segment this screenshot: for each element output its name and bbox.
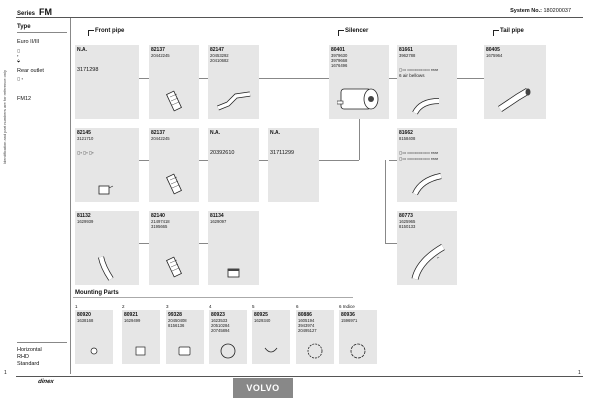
tail-tick xyxy=(493,30,499,36)
mounting-part-icon xyxy=(90,347,98,355)
mounting-divider xyxy=(73,297,353,298)
part-card-na-1[interactable]: N.A. 3171298 xyxy=(75,45,139,119)
part-card-82145[interactable]: 82145 3121710 ◻⬩ ◻⬩ ◻⬩ xyxy=(75,128,139,202)
mounting-part-icon xyxy=(264,347,278,353)
mounting-index: 4 xyxy=(209,304,212,309)
type-symbols: ◻⬩⬙ xyxy=(17,48,21,63)
part-card-80773[interactable]: 80773 1625965 8150133 ⌐ xyxy=(397,211,457,285)
part-card-82137-b[interactable]: 82137 20442245 xyxy=(149,128,199,202)
part-card-82140[interactable]: 82140 21497418 3195665 xyxy=(149,211,199,285)
part-card-na-3[interactable]: N.A. 31711299 xyxy=(268,128,319,202)
model-value: FM12 xyxy=(17,96,32,102)
direction-symbols-2: ◻▭ ▭▭▭▭▭▭ rear xyxy=(399,156,439,161)
part-card-81661[interactable]: 81661 3962788 ◻▭ ▭▭▭▭▭▭ rear 6 air bello… xyxy=(397,45,457,119)
section-mounting-parts: Mounting Parts xyxy=(75,290,119,296)
mounting-part-icon xyxy=(135,346,146,356)
section-silencer: Silencer xyxy=(345,28,369,34)
mounting-index: 6 xyxy=(296,304,299,309)
direction-symbols: ◻▭ ▭▭▭▭▭▭ rear xyxy=(399,67,439,72)
series-value: FM xyxy=(39,7,53,17)
side-disclaimer: Identification and part numbers are for … xyxy=(2,70,7,165)
mounting-part-icon xyxy=(220,343,236,359)
type-value: Euro II/III xyxy=(17,39,40,45)
outlet-symbols: ◻ ⬩ xyxy=(17,76,23,81)
brand-volvo-badge: VOLVO xyxy=(233,378,293,398)
mounting-part-icon xyxy=(350,343,366,359)
tail-pipe-icon xyxy=(498,87,531,112)
page-number-right: 1 xyxy=(578,370,581,376)
part-card-na-2[interactable]: N.A. 20392610 xyxy=(208,128,259,202)
direction-symbols-1: ◻▭ ▭▭▭▭▭▭ rear xyxy=(399,150,439,155)
mounting-index: 6 Indice xyxy=(339,304,355,309)
flex-pipe-icon xyxy=(166,173,182,195)
down-pipe-icon xyxy=(98,256,114,281)
svg-text:⌐: ⌐ xyxy=(437,255,440,260)
part-card-82147[interactable]: 82147 20453292 20410682 xyxy=(208,45,259,119)
outlet-value: Rear outlet xyxy=(17,68,44,74)
part-card-82137-a[interactable]: 82137 20442245 xyxy=(149,45,199,119)
bellows-pipe-icon xyxy=(412,173,442,196)
mounting-part-icon xyxy=(178,346,191,356)
mounting-index: 1 xyxy=(75,304,78,309)
orientation-value: Horizontal xyxy=(17,347,42,353)
clamp-icon xyxy=(98,185,114,195)
header-divider xyxy=(16,17,583,18)
section-tail-pipe: Tail pipe xyxy=(500,28,524,34)
type-heading: Type xyxy=(17,24,31,30)
mounting-index: 3 xyxy=(166,304,169,309)
part-card-81134[interactable]: 81134 1629097 xyxy=(208,211,259,285)
silencer-tick xyxy=(338,30,344,36)
mounting-index: 2 xyxy=(122,304,125,309)
pipe-bend-icon xyxy=(217,91,251,111)
mounting-part-icon xyxy=(307,343,323,359)
part-card-81662[interactable]: 81662 8158408 ◻▭ ▭▭▭▭▭▭ rear ◻▭ ▭▭▭▭▭▭ r… xyxy=(397,128,457,202)
mounting-index: 5 xyxy=(252,304,255,309)
footer-divider xyxy=(16,376,583,377)
front-tick xyxy=(88,30,94,36)
tail-bend-icon xyxy=(412,98,440,115)
left-info-column: Type Euro II/III ◻⬩⬙ Rear outlet ◻ ⬩ FM1… xyxy=(16,18,71,374)
system-number: System No.: 180200037 xyxy=(510,8,571,14)
drive-value: RHD xyxy=(17,354,29,360)
long-bend-icon: ⌐ xyxy=(411,243,445,280)
flex-pipe-icon xyxy=(166,256,182,278)
sleeve-icon xyxy=(227,268,240,278)
part-card-80405[interactable]: 80405 1675964 xyxy=(484,45,546,119)
part-card-81132[interactable]: 81132 1629939 xyxy=(75,211,139,285)
silencer-icon xyxy=(337,88,379,110)
fitment-symbols: ◻⬩ ◻⬩ ◻⬩ xyxy=(77,150,94,155)
flex-pipe-icon xyxy=(166,90,182,112)
part-card-80401[interactable]: 80401 3979630 3979668 1676496 xyxy=(329,45,389,119)
dinex-logo: dinex xyxy=(37,379,55,385)
section-front-pipe: Front pipe xyxy=(95,28,125,34)
spec-value: Standard xyxy=(17,361,40,367)
page-number-left: 1 xyxy=(4,370,7,376)
